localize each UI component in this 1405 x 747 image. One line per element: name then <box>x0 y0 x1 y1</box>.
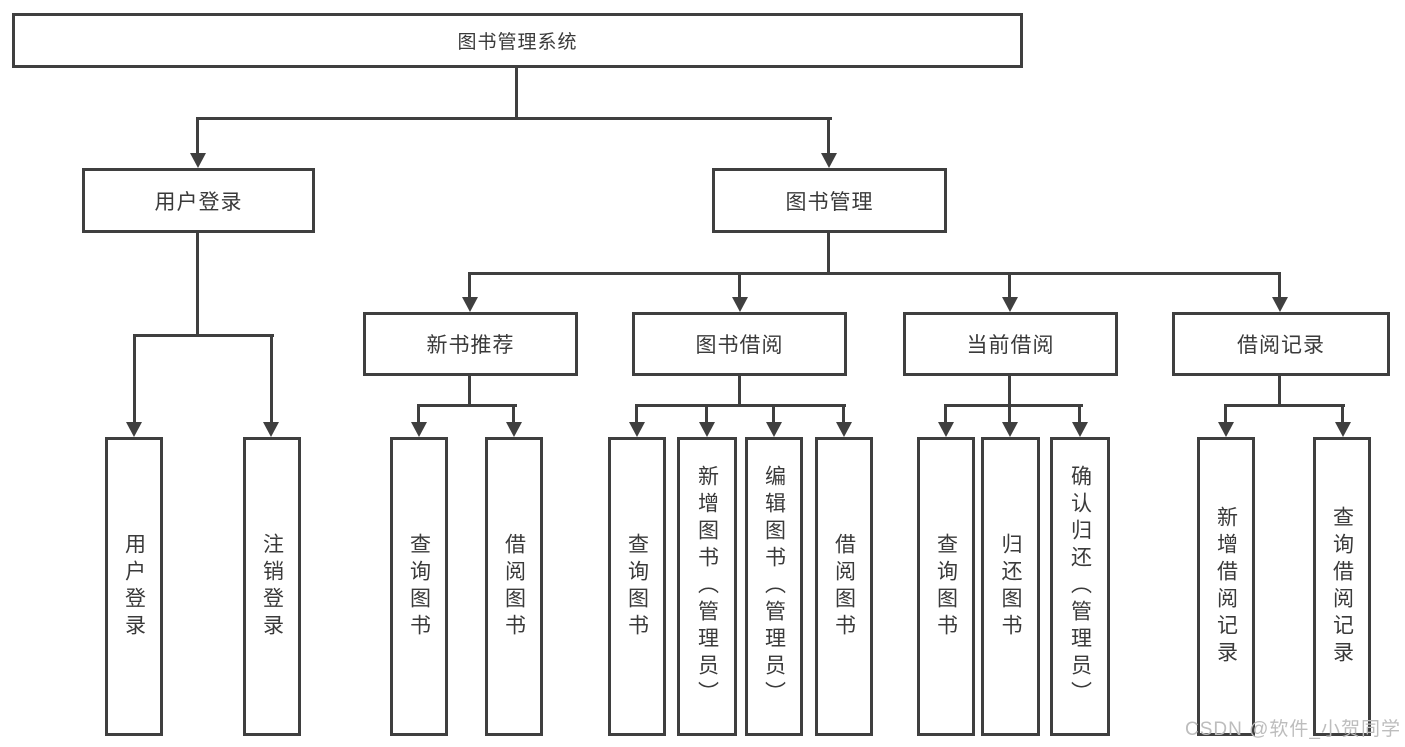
connector-line <box>468 376 471 407</box>
arrowhead-icon <box>938 422 954 437</box>
connector-line <box>1278 376 1281 407</box>
connector-line <box>133 334 136 423</box>
connector-line <box>1224 404 1227 424</box>
leaf-borrow-books-borrowing: 借阅图书 <box>815 437 873 736</box>
connector-line <box>738 376 741 407</box>
leaf-query-books-recommend: 查询图书 <box>390 437 448 736</box>
leaf-query-borrow-record: 查询借阅记录 <box>1313 437 1371 736</box>
leaf-label: 借阅图书 <box>502 532 526 641</box>
leaf-label: 借阅图书 <box>832 532 856 641</box>
arrowhead-icon <box>699 422 715 437</box>
arrowhead-icon <box>732 297 748 312</box>
node-new-book-recommend: 新书推荐 <box>363 312 578 376</box>
node-label: 图书借阅 <box>695 334 784 357</box>
node-current-borrowing: 当前借阅 <box>903 312 1118 376</box>
leaf-add-borrow-record: 新增借阅记录 <box>1197 437 1255 736</box>
arrowhead-icon <box>1272 297 1288 312</box>
connector-line <box>133 334 274 337</box>
node-label: 借阅记录 <box>1237 334 1325 357</box>
connector-line <box>468 272 471 299</box>
connector-line <box>1008 404 1011 424</box>
arrowhead-icon <box>1335 422 1351 437</box>
leaf-borrow-books-recommend: 借阅图书 <box>485 437 543 736</box>
arrowhead-icon <box>190 153 206 168</box>
leaf-label: 查询图书 <box>934 532 958 641</box>
connector-line <box>944 404 1083 407</box>
connector-line <box>515 68 518 120</box>
leaf-query-books-borrowing: 查询图书 <box>608 437 666 736</box>
arrowhead-icon <box>263 422 279 437</box>
leaf-label: 查询图书 <box>407 532 431 641</box>
arrowhead-icon <box>1002 297 1018 312</box>
connector-line <box>1008 376 1011 407</box>
leaf-logout: 注销登录 <box>243 437 301 736</box>
arrowhead-icon <box>506 422 522 437</box>
connector-line <box>635 404 638 424</box>
connector-line <box>270 334 273 423</box>
node-borrowing-records: 借阅记录 <box>1172 312 1390 376</box>
connector-line <box>705 404 708 424</box>
leaf-label: 新增图书（管理员） <box>695 465 719 708</box>
arrowhead-icon <box>821 153 837 168</box>
connector-line <box>1341 404 1344 424</box>
leaf-label: 查询借阅记录 <box>1330 505 1354 668</box>
connector-line <box>1224 404 1345 407</box>
leaf-label: 确认归还（管理员） <box>1068 465 1092 708</box>
node-book-borrowing: 图书借阅 <box>632 312 847 376</box>
leaf-label: 用户登录 <box>122 532 146 641</box>
leaf-label: 查询图书 <box>625 532 649 641</box>
node-user-login: 用户登录 <box>82 168 315 233</box>
arrowhead-icon <box>836 422 852 437</box>
arrowhead-icon <box>766 422 782 437</box>
node-root-label: 图书管理系统 <box>457 32 578 53</box>
connector-line <box>827 117 830 155</box>
node-book-management: 图书管理 <box>712 168 947 233</box>
connector-line <box>417 404 420 424</box>
arrowhead-icon <box>1002 422 1018 437</box>
connector-line <box>1008 272 1011 299</box>
connector-line <box>196 117 199 155</box>
arrowhead-icon <box>1072 422 1088 437</box>
connector-line <box>842 404 845 424</box>
leaf-label: 归还图书 <box>999 532 1022 641</box>
leaf-label: 注销登录 <box>260 532 284 641</box>
node-label: 新书推荐 <box>426 334 515 357</box>
connector-line <box>196 117 832 120</box>
connector-line <box>827 233 830 275</box>
node-label: 用户登录 <box>154 190 243 214</box>
leaf-query-books-current: 查询图书 <box>917 437 975 736</box>
connector-line <box>772 404 775 424</box>
leaf-confirm-return-admin: 确认归还（管理员） <box>1050 437 1110 736</box>
connector-line <box>417 404 517 407</box>
connector-line <box>635 404 846 407</box>
leaf-label: 编辑图书（管理员） <box>762 465 786 708</box>
arrowhead-icon <box>462 297 478 312</box>
arrowhead-icon <box>1218 422 1234 437</box>
leaf-label: 新增借阅记录 <box>1214 505 1238 668</box>
arrowhead-icon <box>411 422 427 437</box>
arrowhead-icon <box>126 422 142 437</box>
node-label: 当前借阅 <box>966 334 1055 357</box>
arrowhead-icon <box>629 422 645 437</box>
leaf-add-books-admin: 新增图书（管理员） <box>677 437 737 736</box>
connector-line <box>944 404 947 424</box>
leaf-edit-books-admin: 编辑图书（管理员） <box>745 437 803 736</box>
connector-line <box>1278 272 1281 299</box>
leaf-user-login: 用户登录 <box>105 437 163 736</box>
connector-line <box>512 404 515 424</box>
csdn-watermark: CSDN @软件_小贺同学 <box>1185 719 1401 740</box>
leaf-return-books: 归还图书 <box>981 437 1040 736</box>
connector-line <box>196 233 199 337</box>
connector-line <box>738 272 741 299</box>
node-label: 图书管理 <box>785 190 874 214</box>
connector-line <box>1078 404 1081 424</box>
connector-line <box>468 272 1281 275</box>
node-root: 图书管理系统 <box>12 13 1023 68</box>
